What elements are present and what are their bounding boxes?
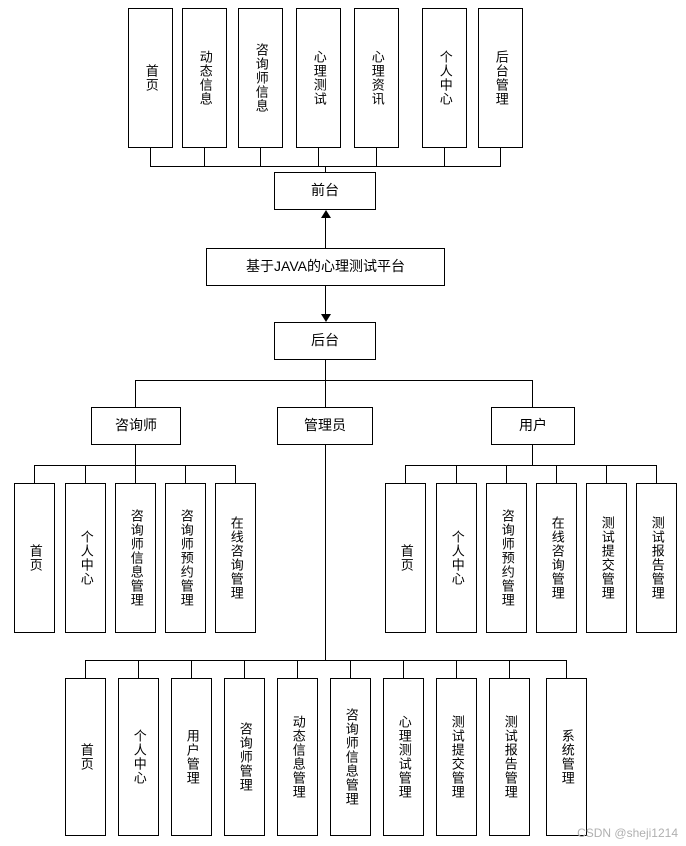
connector-backend-down [325,360,326,380]
counselor-menu-item-0[interactable]: 首页 [14,483,55,633]
connector-frontend-2 [260,148,261,166]
connector-frontend-4 [376,148,377,166]
admin-menu-item-3[interactable]: 咨询师管理 [224,678,265,836]
admin-menu-item-2[interactable]: 用户管理 [171,678,212,836]
connector-counselor-down [135,445,136,465]
admin-menu-item-8[interactable]: 测试报告管理 [489,678,530,836]
admin-menu-item-0[interactable]: 首页 [65,678,106,836]
connector-frontend-bus-to-box [325,166,326,172]
arrow-down-to-backend [321,314,331,322]
connector-admin-trunk [325,445,326,660]
frontend-menu-item-4[interactable]: 心理资讯 [354,8,399,148]
connector-title-to-backend [325,286,326,314]
admin-menu-item-4[interactable]: 动态信息管理 [277,678,318,836]
user-menu-item-3[interactable]: 在线咨询管理 [536,483,577,633]
connector-frontend-5 [444,148,445,166]
connector-admin-6 [403,660,404,678]
bus-user [405,465,657,466]
connector-admin-4 [297,660,298,678]
counselor-menu-item-4[interactable]: 在线咨询管理 [215,483,256,633]
bus-admin [85,660,566,661]
connector-role-user [532,380,533,407]
connector-frontend-6 [500,148,501,166]
connector-role-admin [325,380,326,407]
connector-user-4 [606,465,607,483]
admin-menu-item-6[interactable]: 心理测试管理 [383,678,424,836]
counselor-menu-item-1[interactable]: 个人中心 [65,483,106,633]
watermark-text: CSDN @sheji1214 [577,826,678,840]
connector-admin-8 [509,660,510,678]
connector-user-1 [456,465,457,483]
connector-user-0 [405,465,406,483]
title-box: 基于JAVA的心理测试平台 [206,248,445,286]
frontend-menu-item-0[interactable]: 首页 [128,8,173,148]
connector-admin-5 [350,660,351,678]
user-menu-item-5[interactable]: 测试报告管理 [636,483,677,633]
user-menu-item-4[interactable]: 测试提交管理 [586,483,627,633]
connector-counselor-1 [85,465,86,483]
connector-counselor-2 [135,465,136,483]
frontend-menu-item-1[interactable]: 动态信息 [182,8,227,148]
connector-admin-0 [85,660,86,678]
connector-admin-1 [138,660,139,678]
frontend-menu-item-5[interactable]: 个人中心 [422,8,467,148]
connector-admin-2 [191,660,192,678]
frontend-menu-item-2[interactable]: 咨询师信息 [238,8,283,148]
role-counselor-box[interactable]: 咨询师 [91,407,181,445]
role-user-box[interactable]: 用户 [491,407,575,445]
user-menu-item-2[interactable]: 咨询师预约管理 [486,483,527,633]
counselor-menu-item-3[interactable]: 咨询师预约管理 [165,483,206,633]
connector-admin-7 [456,660,457,678]
frontend-menu-item-3[interactable]: 心理测试 [296,8,341,148]
connector-frontend-0 [150,148,151,166]
connector-user-5 [656,465,657,483]
connector-user-3 [556,465,557,483]
connector-title-to-frontend [325,218,326,248]
connector-user-down [532,445,533,465]
backend-box[interactable]: 后台 [274,322,376,360]
arrow-up-to-frontend [321,210,331,218]
frontend-box[interactable]: 前台 [274,172,376,210]
bus-roles [135,380,533,381]
user-menu-item-1[interactable]: 个人中心 [436,483,477,633]
admin-menu-item-9[interactable]: 系统管理 [546,678,587,836]
counselor-menu-item-2[interactable]: 咨询师信息管理 [115,483,156,633]
role-admin-box[interactable]: 管理员 [277,407,373,445]
connector-counselor-3 [185,465,186,483]
connector-role-counselor [135,380,136,407]
frontend-menu-item-6[interactable]: 后台管理 [478,8,523,148]
admin-menu-item-7[interactable]: 测试提交管理 [436,678,477,836]
connector-admin-9 [566,660,567,678]
admin-menu-item-5[interactable]: 咨询师信息管理 [330,678,371,836]
admin-menu-item-1[interactable]: 个人中心 [118,678,159,836]
connector-frontend-3 [318,148,319,166]
connector-frontend-1 [204,148,205,166]
connector-counselor-4 [235,465,236,483]
connector-user-2 [506,465,507,483]
connector-counselor-0 [34,465,35,483]
connector-admin-3 [244,660,245,678]
user-menu-item-0[interactable]: 首页 [385,483,426,633]
